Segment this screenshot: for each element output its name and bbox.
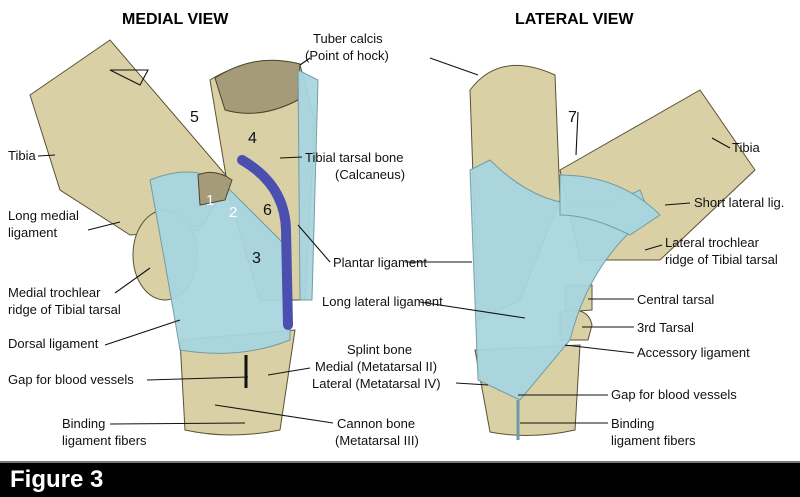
- number-5: 5: [190, 109, 199, 126]
- number-3: 3: [252, 250, 261, 267]
- number-6: 6: [263, 202, 272, 219]
- figure-caption-bar: Figure 3: [0, 461, 800, 497]
- medial-small-tarsal: [197, 171, 233, 206]
- label-binding-medial-1: Binding: [62, 416, 105, 431]
- label-long-lateral-ligament: Long lateral ligament: [322, 294, 443, 309]
- label-tibial-tarsal-2: (Calcaneus): [335, 167, 405, 182]
- label-cannon-bone-2: (Metatarsal III): [335, 433, 419, 448]
- medial-cannon-bone: [179, 329, 296, 436]
- label-gap-medial: Gap for blood vessels: [8, 372, 134, 387]
- label-medial-trochlear-1: Medial trochlear: [8, 285, 101, 300]
- lateral-view-illustration: [469, 64, 756, 440]
- label-tibia-lateral: Tibia: [732, 140, 760, 155]
- medial-view-illustration: [29, 39, 319, 436]
- label-lateral-trochlear-1: Lateral trochlear: [665, 235, 760, 250]
- number-2: 2: [229, 204, 237, 221]
- label-binding-medial-2: ligament fibers: [62, 433, 147, 448]
- label-gap-lateral: Gap for blood vessels: [611, 387, 737, 402]
- medial-view-title: MEDIAL VIEW: [122, 11, 229, 28]
- label-short-lateral: Short lateral lig.: [694, 195, 784, 210]
- number-1: 1: [206, 192, 214, 209]
- label-medial-trochlear-2: ridge of Tibial tarsal: [8, 302, 121, 317]
- label-third-tarsal: 3rd Tarsal: [637, 320, 694, 335]
- number-7: 7: [568, 109, 577, 126]
- label-splint-bone-3: Lateral (Metatarsal IV): [312, 376, 441, 391]
- label-splint-bone-1: Splint bone: [347, 342, 412, 357]
- label-tuber-calcis-1: Tuber calcis: [313, 31, 383, 46]
- label-accessory-ligament: Accessory ligament: [637, 345, 750, 360]
- label-dorsal-ligament: Dorsal ligament: [8, 336, 99, 351]
- label-splint-bone-2: Medial (Metatarsal II): [315, 359, 437, 374]
- label-lateral-trochlear-2: ridge of Tibial tarsal: [665, 252, 778, 267]
- label-binding-lateral-2: ligament fibers: [611, 433, 696, 448]
- medial-tuber-calcis: [214, 59, 301, 114]
- label-binding-lateral-1: Binding: [611, 416, 654, 431]
- number-4: 4: [248, 130, 257, 147]
- label-long-medial-1: Long medial: [8, 208, 79, 223]
- label-tibial-tarsal-1: Tibial tarsal bone: [305, 150, 404, 165]
- leader-lines: [37, 57, 731, 425]
- label-tibia-medial: Tibia: [8, 148, 36, 163]
- plantar-ligament-medial: [297, 69, 319, 301]
- label-cannon-bone-1: Cannon bone: [337, 416, 415, 431]
- label-tuber-calcis-2: (Point of hock): [305, 48, 389, 63]
- short-lateral-ligament: [559, 174, 661, 236]
- label-central-tarsal: Central tarsal: [637, 292, 714, 307]
- lateral-view-title: LATERAL VIEW: [515, 11, 634, 28]
- label-plantar-ligament: Plantar ligament: [333, 255, 427, 270]
- label-long-medial-2: ligament: [8, 225, 58, 240]
- vessel-marker: [237, 155, 293, 330]
- figure-caption: Figure 3: [10, 466, 104, 493]
